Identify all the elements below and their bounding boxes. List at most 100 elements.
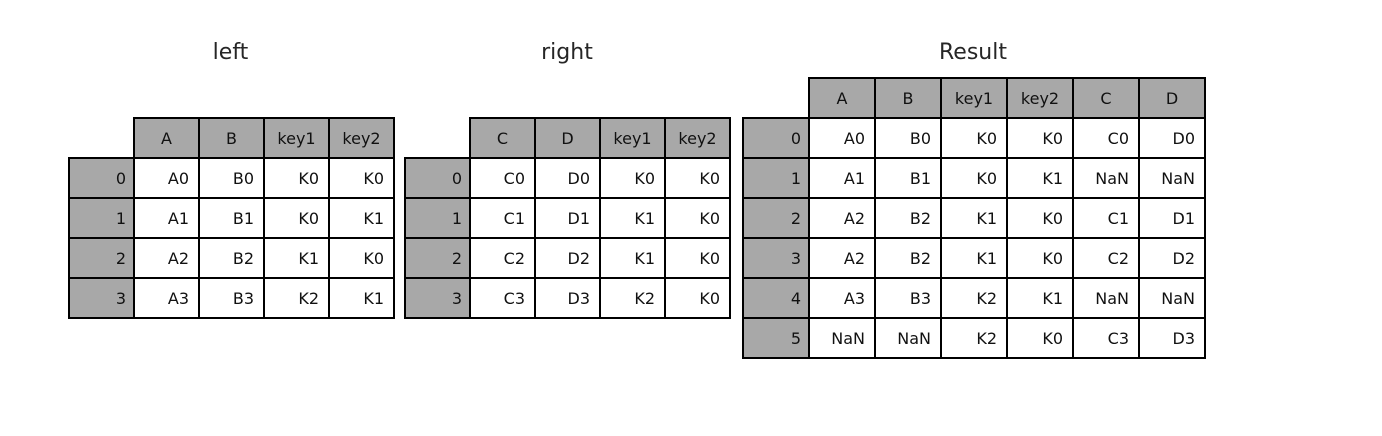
table-cell: B1: [198, 197, 265, 239]
table-cell: B0: [874, 117, 942, 159]
table-cell: B3: [874, 277, 942, 319]
table-cell: B3: [198, 277, 265, 319]
corner-spacer: [69, 118, 134, 158]
table-cell: K0: [1006, 237, 1074, 279]
table-cell: A0: [808, 117, 876, 159]
table-cell: D0: [1138, 117, 1206, 159]
table-cell: B1: [874, 157, 942, 199]
table-cell: A2: [808, 197, 876, 239]
row-index: 0: [404, 157, 471, 199]
column-header: key2: [1006, 77, 1074, 119]
table-cell: K0: [599, 157, 666, 199]
table-cell: D2: [534, 237, 601, 279]
table-cell: NaN: [1072, 277, 1140, 319]
table-cell: A1: [808, 157, 876, 199]
table-cell: A1: [133, 197, 200, 239]
table-cell: K1: [1006, 277, 1074, 319]
column-header: D: [534, 117, 601, 159]
row-index: 2: [68, 237, 135, 279]
left-table-title: left: [212, 40, 249, 65]
row-index: 1: [68, 197, 135, 239]
table-cell: K0: [940, 157, 1008, 199]
row-index: 2: [404, 237, 471, 279]
column-header: key1: [599, 117, 666, 159]
column-header: C: [1072, 77, 1140, 119]
table-cell: K0: [940, 117, 1008, 159]
column-header: A: [133, 117, 200, 159]
table-cell: C2: [469, 237, 536, 279]
row-index: 0: [68, 157, 135, 199]
table-cell: K1: [940, 197, 1008, 239]
table-cell: B2: [874, 237, 942, 279]
table-cell: NaN: [808, 317, 876, 359]
table-cell: NaN: [874, 317, 942, 359]
table-cell: K0: [664, 157, 731, 199]
table-cell: K0: [328, 237, 395, 279]
table-cell: K2: [599, 277, 666, 319]
row-index: 3: [68, 277, 135, 319]
table-cell: K0: [664, 277, 731, 319]
row-index: 0: [742, 117, 810, 159]
row-index: 4: [742, 277, 810, 319]
table-cell: K2: [940, 317, 1008, 359]
right-table-title: right: [541, 40, 593, 65]
row-index: 1: [404, 197, 471, 239]
table-cell: K0: [1006, 117, 1074, 159]
table-cell: A3: [808, 277, 876, 319]
table-cell: K1: [328, 197, 395, 239]
column-header: A: [808, 77, 876, 119]
table-cell: D1: [534, 197, 601, 239]
table-cell: D3: [1138, 317, 1206, 359]
table-cell: D2: [1138, 237, 1206, 279]
row-index: 3: [404, 277, 471, 319]
corner-spacer: [405, 118, 470, 158]
table-cell: K0: [1006, 317, 1074, 359]
row-index: 3: [742, 237, 810, 279]
table-cell: B0: [198, 157, 265, 199]
table-cell: NaN: [1072, 157, 1140, 199]
row-index: 1: [742, 157, 810, 199]
table-cell: K1: [599, 237, 666, 279]
table-cell: K0: [664, 197, 731, 239]
result-table-title: Result: [939, 40, 1007, 65]
column-header: B: [874, 77, 942, 119]
corner-spacer: [743, 78, 809, 118]
table-cell: C1: [1072, 197, 1140, 239]
table-cell: NaN: [1138, 157, 1206, 199]
table-cell: C0: [469, 157, 536, 199]
table-cell: D1: [1138, 197, 1206, 239]
table-cell: K0: [263, 157, 330, 199]
column-header: key1: [940, 77, 1008, 119]
table-cell: A2: [133, 237, 200, 279]
table-cell: A0: [133, 157, 200, 199]
table-cell: K0: [1006, 197, 1074, 239]
column-header: key2: [664, 117, 731, 159]
table-cell: K0: [664, 237, 731, 279]
column-header: D: [1138, 77, 1206, 119]
table-cell: C0: [1072, 117, 1140, 159]
table-cell: B2: [198, 237, 265, 279]
row-index: 2: [742, 197, 810, 239]
row-index: 5: [742, 317, 810, 359]
table-cell: D0: [534, 157, 601, 199]
table-cell: C1: [469, 197, 536, 239]
